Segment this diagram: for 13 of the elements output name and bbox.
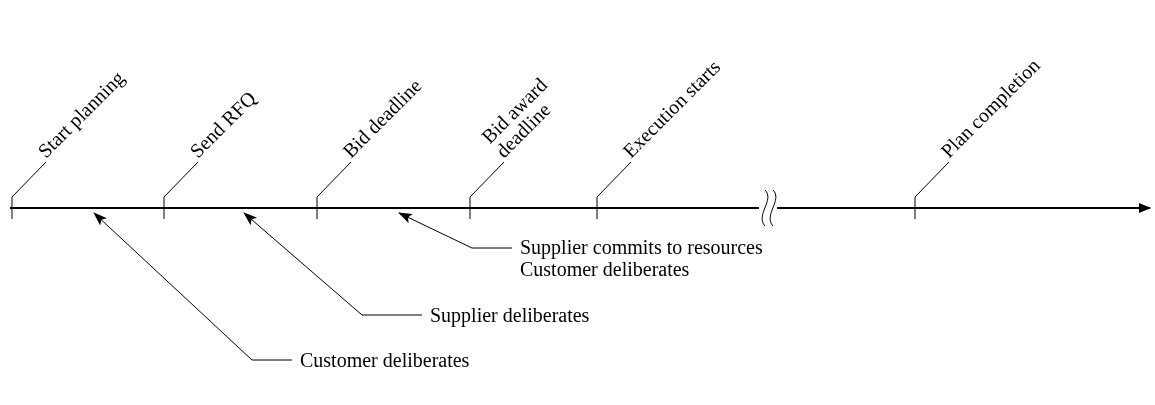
- leader-line: [93, 212, 293, 361]
- leader-line: [398, 212, 513, 249]
- leader-line: [163, 161, 199, 198]
- annotation-text: Customer deliberates: [520, 258, 691, 280]
- leader-line: [11, 161, 47, 198]
- leader-line: [316, 161, 352, 198]
- annotation-text: Customer deliberates: [300, 349, 470, 371]
- leader-line: [596, 161, 632, 198]
- annotation-text: Supplier commits to resources: [520, 236, 763, 258]
- leader-line: [469, 161, 505, 198]
- leader-line: [914, 161, 950, 198]
- annotation-text: Supplier deliberates: [430, 304, 590, 326]
- leader-line: [243, 212, 423, 316]
